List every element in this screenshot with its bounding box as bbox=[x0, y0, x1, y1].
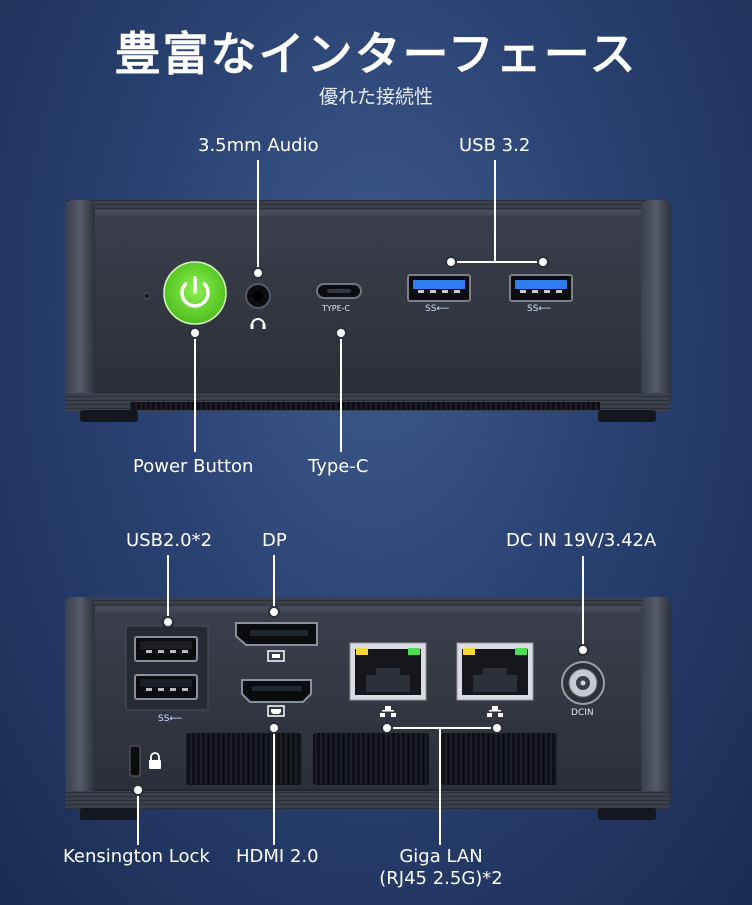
usb32-ss-logo-right: SS⟵ bbox=[527, 304, 552, 314]
front-callouts bbox=[194, 160, 543, 452]
front-bottom-vents bbox=[130, 402, 600, 410]
label-audio: 3.5mm Audio bbox=[198, 135, 319, 156]
audio-jack[interactable] bbox=[245, 283, 271, 309]
rear-callouts bbox=[137, 555, 584, 845]
kensington-slot[interactable] bbox=[129, 745, 141, 777]
rear-unit bbox=[65, 555, 671, 845]
hdmi-icon bbox=[267, 705, 285, 717]
dp-icon bbox=[267, 650, 285, 662]
network-icon-left bbox=[380, 706, 396, 717]
lock-icon bbox=[149, 752, 161, 769]
front-left-foot bbox=[80, 410, 138, 422]
dcin-port-text: DCIN bbox=[571, 708, 594, 718]
page-subtitle: 優れた接続性 bbox=[318, 86, 433, 108]
label-typec: Type-C bbox=[308, 456, 369, 477]
led-indicator bbox=[143, 292, 151, 300]
network-icon-right bbox=[487, 706, 503, 717]
lan-port-left[interactable] bbox=[349, 642, 427, 701]
lan-port-right[interactable] bbox=[456, 642, 534, 701]
rear-callout-dots bbox=[132, 606, 589, 796]
usb32-ss-logo-left: SS⟵ bbox=[425, 304, 450, 314]
usb20-port-bottom[interactable] bbox=[134, 674, 198, 700]
label-kensington-lock: Kensington Lock bbox=[63, 846, 210, 867]
page-title: 豊富なインターフェース bbox=[114, 27, 638, 81]
front-callout-dots bbox=[189, 256, 549, 339]
rear-right-foot bbox=[598, 808, 656, 820]
usb32-port-right[interactable] bbox=[509, 274, 573, 302]
label-giga-lan-spec: (RJ45 2.5G)*2 bbox=[379, 868, 503, 889]
usb20-ss-logo: SS⟵ bbox=[158, 714, 183, 724]
front-unit bbox=[65, 160, 671, 452]
rear-vent-middle bbox=[313, 733, 429, 785]
rear-right-cap bbox=[641, 597, 671, 807]
dp-port[interactable] bbox=[235, 622, 318, 646]
front-right-cap bbox=[641, 200, 671, 410]
usb32-port-left[interactable] bbox=[407, 274, 471, 302]
headphone-icon bbox=[250, 318, 266, 329]
typec-port[interactable] bbox=[316, 283, 362, 299]
front-left-cap bbox=[65, 200, 95, 410]
label-power-button: Power Button bbox=[133, 456, 254, 477]
label-dp: DP bbox=[262, 530, 287, 551]
hdmi-port[interactable] bbox=[241, 679, 312, 703]
rear-vent-left bbox=[186, 733, 302, 785]
label-giga-lan: Giga LAN bbox=[399, 846, 483, 867]
rear-left-cap bbox=[65, 597, 95, 807]
power-icon bbox=[180, 276, 210, 308]
rear-vent-right bbox=[441, 733, 557, 785]
typec-port-text: TYPE-C bbox=[322, 304, 351, 313]
front-right-foot bbox=[598, 410, 656, 422]
rear-left-foot bbox=[80, 808, 138, 820]
label-hdmi: HDMI 2.0 bbox=[236, 846, 319, 867]
label-dcin: DC IN 19V/3.42A bbox=[506, 530, 657, 551]
power-button[interactable] bbox=[163, 261, 227, 325]
rear-bottom-ribs bbox=[65, 791, 670, 809]
label-usb20: USB2.0*2 bbox=[126, 530, 213, 551]
label-usb32: USB 3.2 bbox=[459, 135, 531, 156]
dcin-port[interactable] bbox=[561, 661, 605, 705]
usb20-port-top[interactable] bbox=[134, 636, 198, 662]
